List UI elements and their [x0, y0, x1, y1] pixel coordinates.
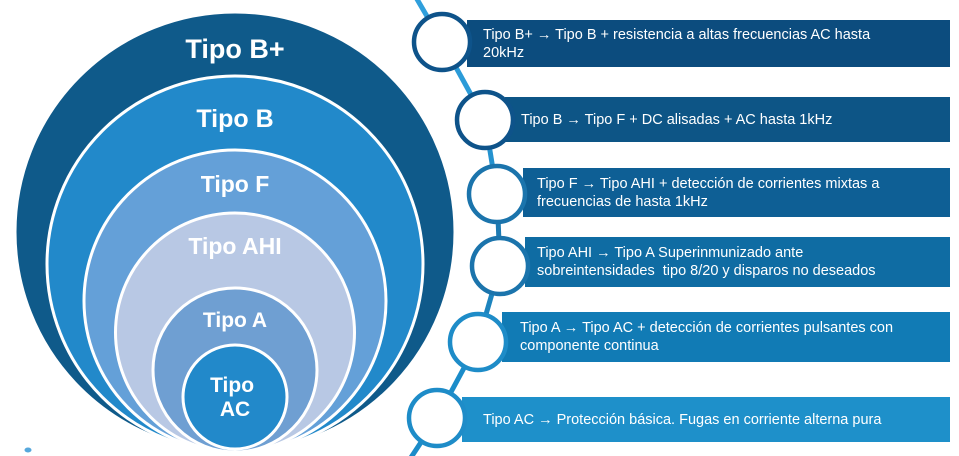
- timeline-node-tipo-b-plus: [411, 11, 473, 73]
- ring-tipo-ac: [181, 343, 289, 451]
- ring-tipo-ahi: [114, 211, 356, 454]
- ring-tipo-b-plus: [13, 10, 457, 454]
- timeline-segment-bottom: [408, 416, 440, 456]
- timeline-bar-tipo-ahi: Tipo AHI → Tipo A Superinmunizado ante s…: [525, 237, 950, 287]
- timeline-bar-tipo-ac-text: Tipo AC → Protección básica. Fugas en co…: [483, 411, 882, 428]
- timeline-bar-tipo-a-text: Tipo A → Tipo AC + detección de corrient…: [520, 320, 894, 354]
- timeline-bar-tipo-ahi-text: Tipo AHI → Tipo A Superinmunizado ante s…: [537, 245, 876, 279]
- ring-tipo-a: [151, 286, 319, 454]
- ring-tipo-f: [82, 148, 388, 454]
- bottom-left-tick: [24, 447, 32, 453]
- ring-label-tipo-ac-line1: Tipo: [210, 374, 254, 397]
- ring-label-tipo-ahi: Tipo AHI: [188, 233, 281, 259]
- ring-label-tipo-b-plus: Tipo B+: [185, 34, 284, 64]
- timeline-bar-tipo-b: Tipo B → Tipo F + DC alisadas + AC hasta…: [505, 97, 950, 142]
- timeline-bar-tipo-b-plus: Tipo B+ → Tipo B + resistencia a altas f…: [467, 20, 950, 67]
- timeline-node-tipo-ahi: [469, 235, 531, 297]
- timeline-node-tipo-ac: [406, 387, 468, 449]
- timeline-segment-top: [414, 0, 445, 44]
- ring-label-tipo-ac-line2: AC: [220, 398, 250, 421]
- ring-label-tipo-ac: Tipo AC: [210, 374, 260, 421]
- ring-label-tipo-f: Tipo F: [201, 171, 270, 197]
- timeline-bar-tipo-ac: Tipo AC → Protección básica. Fugas en co…: [462, 397, 950, 442]
- timeline-bar-tipo-f-text: Tipo F → Tipo AHI + detección de corrien…: [537, 175, 880, 210]
- timeline-node-tipo-a: [447, 311, 509, 373]
- timeline-bar-tipo-b-plus-text: Tipo B+ → Tipo B + resistencia a altas f…: [483, 26, 871, 61]
- timeline-node-tipo-f: [466, 163, 528, 225]
- timeline-segment-2: [482, 119, 500, 195]
- timeline-bar-tipo-b-text: Tipo B → Tipo F + DC alisadas + AC hasta…: [521, 111, 833, 128]
- timeline-bar-tipo-a: Tipo A → Tipo AC + detección de corrient…: [502, 312, 950, 362]
- ring-label-tipo-b: Tipo B: [196, 105, 273, 133]
- timeline-segment-4: [475, 265, 503, 343]
- timeline-bar-tipo-f: Tipo F → Tipo AHI + detección de corrien…: [523, 168, 950, 217]
- ring-label-tipo-a: Tipo A: [203, 309, 267, 332]
- ring-tipo-b: [45, 74, 425, 454]
- timeline-segment-3: [494, 193, 503, 267]
